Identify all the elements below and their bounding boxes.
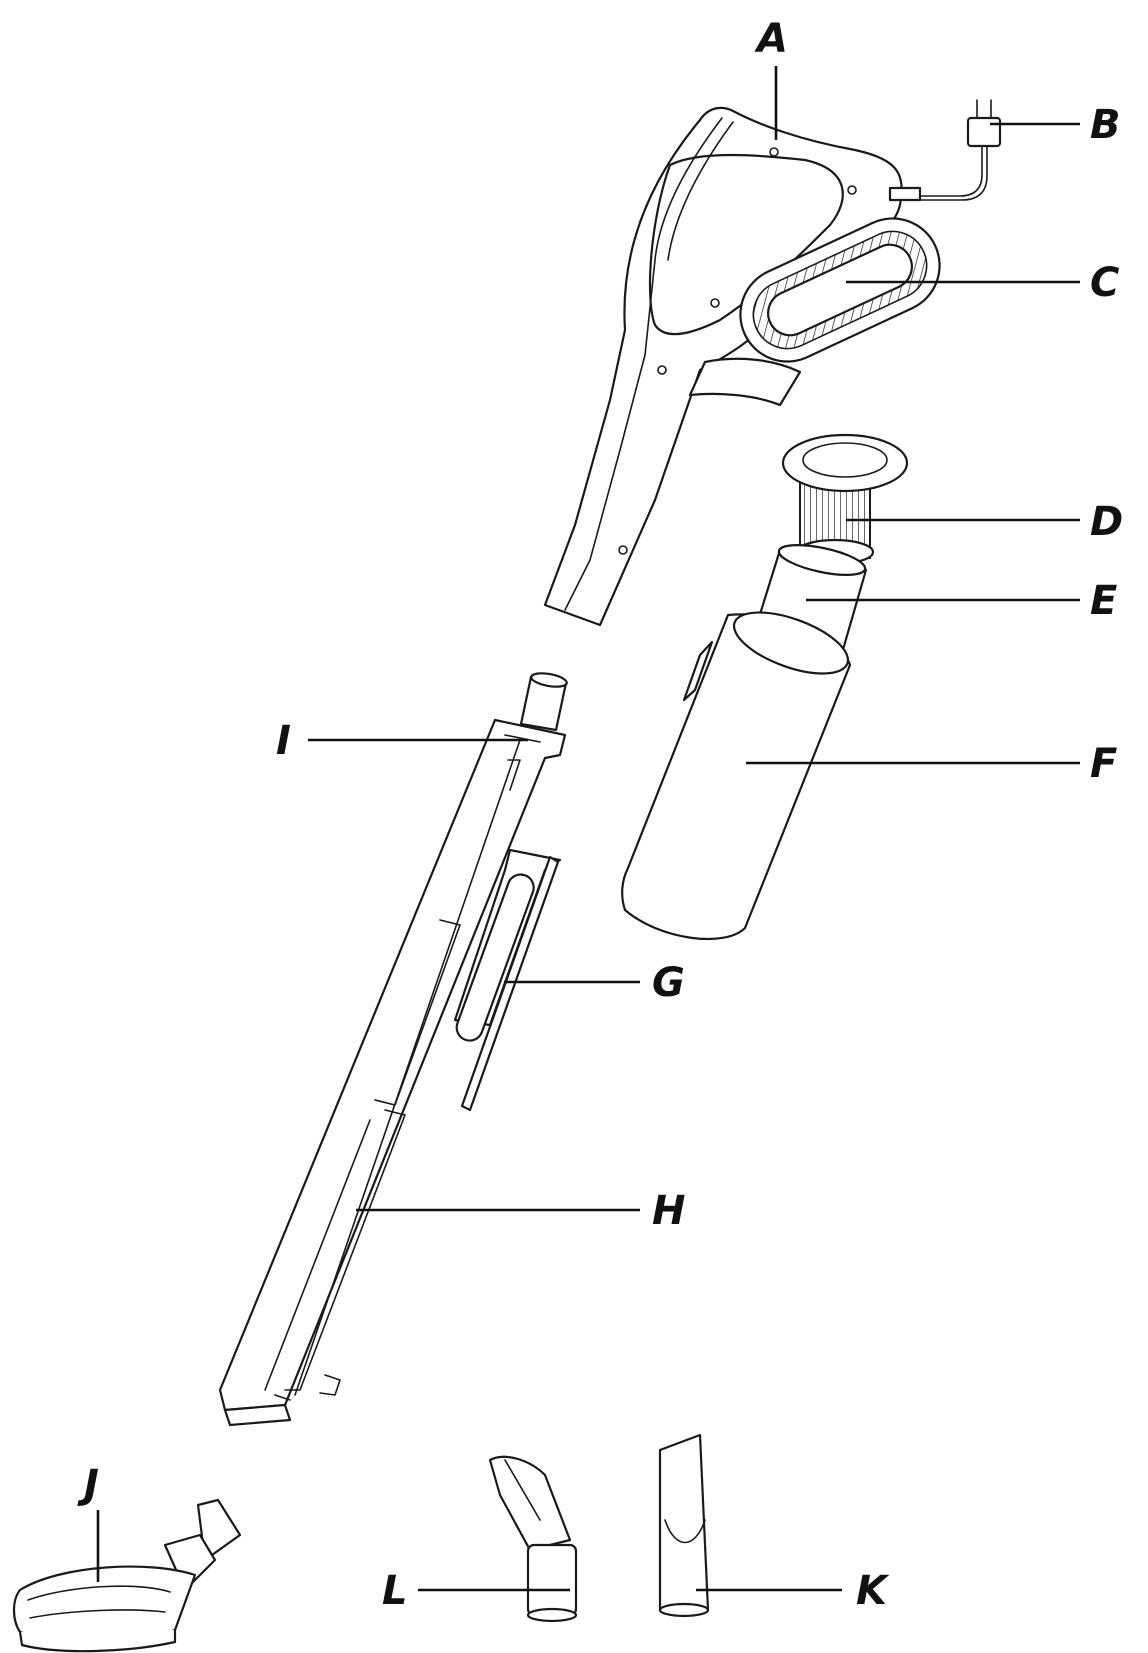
label-g: G: [652, 960, 685, 1006]
label-h: H: [652, 1188, 685, 1234]
label-f: F: [1090, 741, 1117, 787]
cord-outlet: [888, 186, 922, 202]
label-d: D: [1090, 499, 1123, 545]
part-j-floor-nozzle: [12, 1498, 242, 1653]
label-a: A: [754, 16, 788, 62]
part-g-wand-clip: [453, 848, 562, 1112]
label-l: L: [382, 1568, 408, 1614]
label-c: C: [1090, 260, 1119, 306]
part-c-clip: [739, 217, 941, 363]
part-h-wand: [218, 718, 567, 1427]
part-f-dust-container: [621, 611, 852, 940]
label-b: B: [1090, 102, 1121, 148]
label-k: K: [856, 1568, 890, 1614]
part-i-inner-tube: [519, 672, 568, 732]
part-a-handle: [543, 106, 922, 627]
label-i: I: [276, 718, 291, 764]
part-l-brush-tool: [488, 1455, 578, 1623]
label-j: J: [77, 1462, 99, 1508]
handle-lower-grip: [688, 357, 802, 407]
part-b-plug: [919, 99, 1002, 201]
part-k-crevice-tool: [658, 1433, 710, 1618]
label-e: E: [1090, 578, 1117, 624]
